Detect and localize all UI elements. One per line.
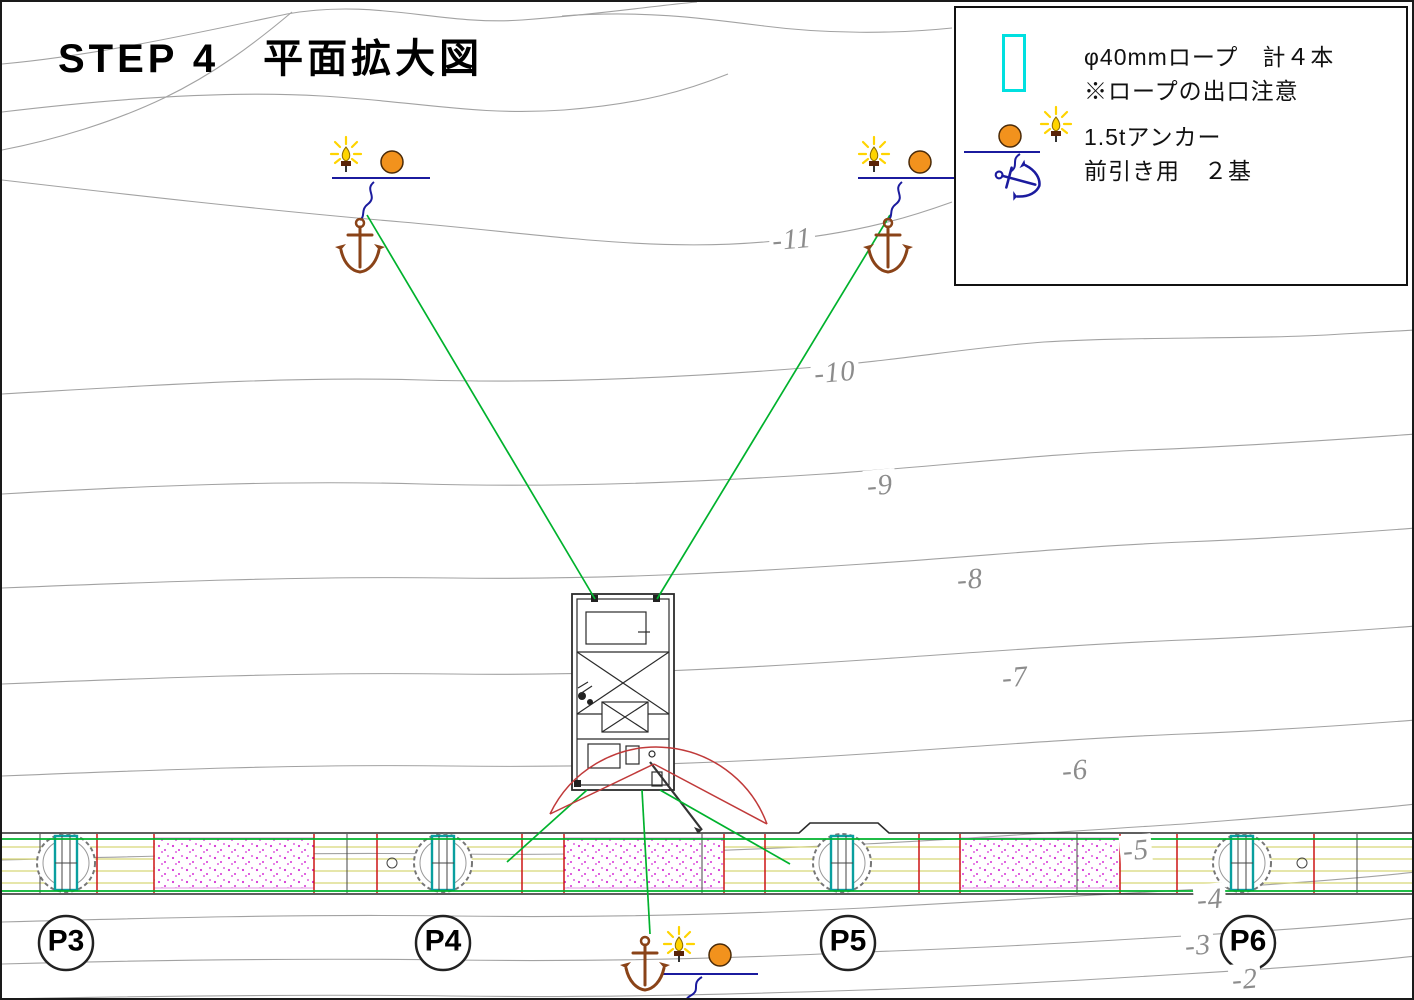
concrete-area: [959, 837, 1121, 889]
flashing-light-icon: [857, 135, 891, 174]
barge: [571, 593, 703, 834]
pier-label-p6: P6: [1229, 924, 1267, 958]
concrete-area: [563, 837, 725, 889]
contour-depth-label: -4: [1192, 882, 1228, 918]
pile-group-p5: [811, 832, 873, 894]
flashing-light-icon: [329, 135, 363, 174]
pier-top-edge: [2, 822, 1412, 834]
anchor-assembly-right: [857, 135, 956, 274]
pier-red-dividers: [96, 834, 1315, 893]
contour-depth-label: -2: [1227, 962, 1263, 998]
contour-depth-label: -5: [1118, 833, 1154, 869]
legend-box: φ40mmロープ 計４本 ※ロープの出口注意 1.5tアンカー 前引き用 ２基: [954, 6, 1408, 286]
buoy-icon: [908, 150, 932, 174]
flashing-light-icon: [1039, 105, 1073, 144]
rope-legend-symbol: [1002, 34, 1026, 92]
drawing-title: STEP 4 平面拡大図: [58, 37, 484, 81]
anchor-icon: [618, 935, 672, 992]
contour-depth-label: -10: [809, 354, 861, 392]
contour-depth-label: -8: [952, 562, 988, 598]
contour-depth-label: -11: [767, 221, 817, 259]
pier-label-p5: P5: [829, 924, 867, 958]
legend-rope-note: ※ロープの出口注意: [1084, 78, 1299, 104]
contour-depth-label: -6: [1057, 753, 1093, 789]
pier-label-circles: [37, 914, 1277, 972]
buoy-icon: [380, 150, 404, 174]
contour-depth-label: -3: [1180, 928, 1216, 964]
pier-structure: [2, 822, 1412, 895]
anchor-assembly-left: [329, 135, 430, 274]
crane-boom: [649, 761, 703, 831]
anchor-icon: [861, 217, 915, 274]
rope-lines: [366, 214, 891, 935]
contour-depth-label: -7: [997, 660, 1033, 696]
concrete-area: [153, 837, 315, 889]
flashing-light-icon: [662, 925, 696, 964]
anchor-legend-symbol: [964, 105, 1073, 208]
buoy-icon: [708, 943, 732, 967]
buoy-icon: [998, 124, 1022, 148]
pier-label-p3: P3: [47, 924, 85, 958]
contour-depth-label: -9: [862, 468, 898, 504]
anchor-assembly-bottom: [618, 925, 758, 998]
crane-swing-arc: [549, 746, 768, 825]
legend-anchor-spec: 1.5tアンカー: [1084, 124, 1222, 150]
legend-anchor-use: 前引き用 ２基: [1084, 158, 1252, 184]
pier-label-p4: P4: [424, 924, 462, 958]
pile-group-p3: [35, 832, 97, 894]
pile-group-p4: [412, 832, 474, 894]
anchor-icon: [989, 152, 1047, 208]
legend-rope-spec: φ40mmロープ 計４本: [1084, 44, 1335, 70]
anchor-icon: [333, 217, 387, 274]
